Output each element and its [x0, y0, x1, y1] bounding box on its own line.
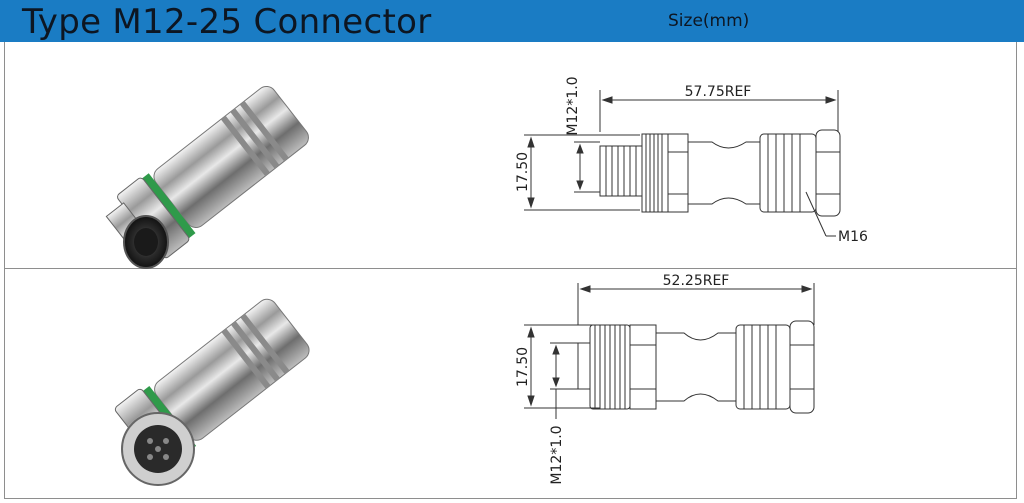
page-title: Type M12-25 Connector [22, 2, 432, 42]
female-row-graphics: 52.25REF 17.50 M12*1.0 [114, 273, 815, 486]
male-length-label: 57.75REF [685, 84, 752, 100]
table-frame [4, 42, 1017, 499]
header-bar: Type M12-25 Connector Size(mm) [0, 0, 1024, 42]
row-divider [4, 268, 1017, 269]
female-technical-drawing [524, 283, 815, 419]
table-row-female: 52.25REF 17.50 M12*1.0 [0, 269, 1024, 499]
female-thread-label: M12*1.0 [549, 425, 565, 484]
male-connector-photo-icon [105, 85, 309, 269]
table-row-male: 57.75REF 17.50 M12*1.0 M16 [0, 42, 1024, 269]
male-diameter-label: 17.50 [515, 152, 531, 192]
female-diameter-label: 17.50 [515, 347, 531, 387]
male-cable-thread-label: M16 [838, 229, 868, 245]
female-connector-photo-icon [114, 298, 310, 486]
male-technical-drawing [524, 90, 841, 237]
male-thread-label: M12*1.0 [565, 76, 581, 135]
male-row-graphics: 57.75REF 17.50 M12*1.0 M16 [105, 76, 868, 269]
female-length-label: 52.25REF [663, 273, 730, 289]
size-column-label: Size(mm) [668, 11, 750, 31]
